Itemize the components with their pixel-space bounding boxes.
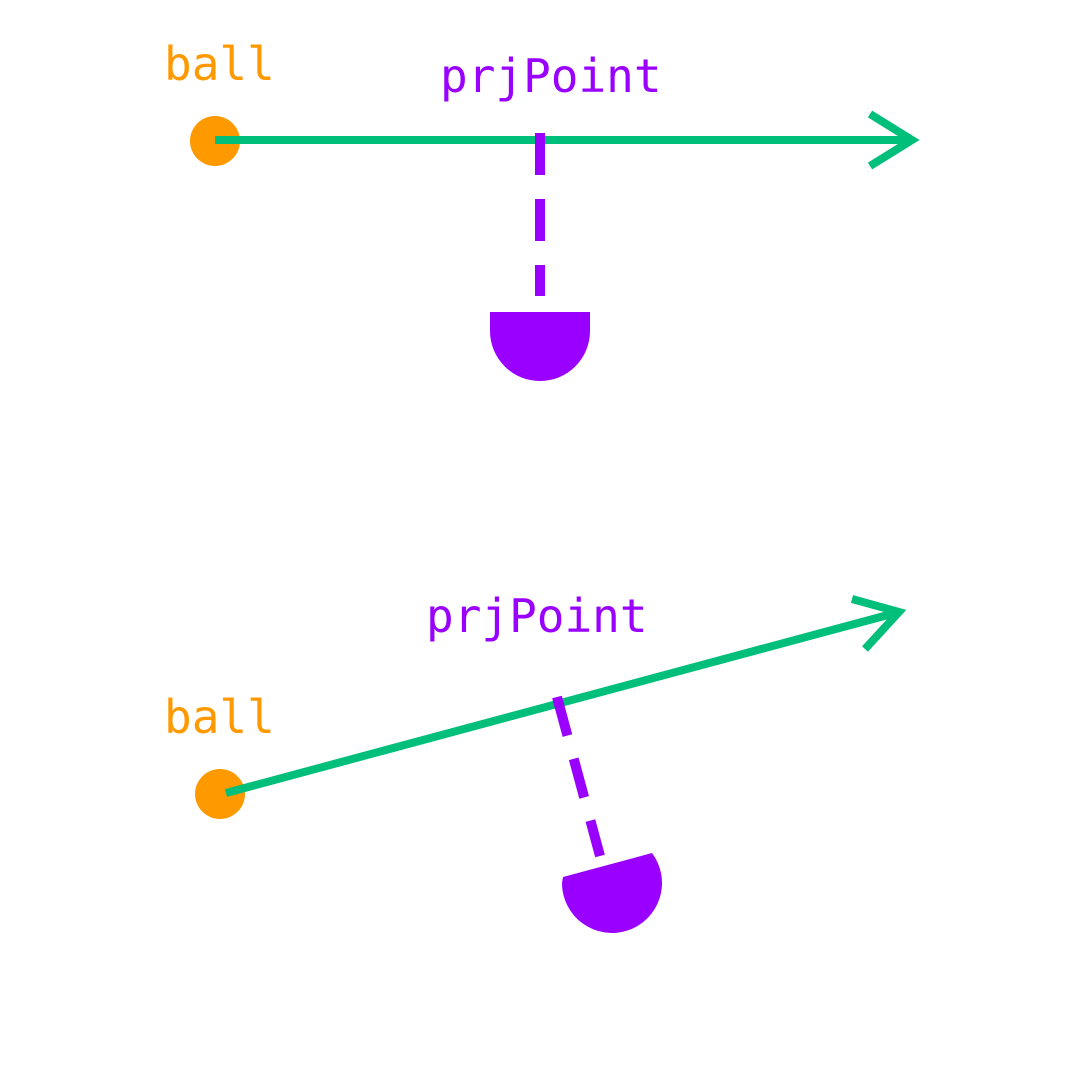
ball-dot bbox=[195, 769, 245, 819]
projection-label: prjPoint bbox=[426, 589, 648, 643]
projected-target-semicircle bbox=[490, 312, 590, 381]
direction-arrowhead bbox=[850, 595, 907, 652]
ball-label: ball bbox=[164, 690, 275, 744]
projected-target-semicircle bbox=[562, 853, 663, 933]
projection-dashed-line bbox=[552, 695, 605, 858]
panel-tilted: ball prjPoint bbox=[164, 589, 907, 933]
ball-label: ball bbox=[164, 37, 275, 91]
projection-label: prjPoint bbox=[440, 49, 662, 103]
panel-horizontal: ball prjPoint bbox=[164, 37, 920, 381]
direction-arrowhead bbox=[867, 110, 920, 170]
